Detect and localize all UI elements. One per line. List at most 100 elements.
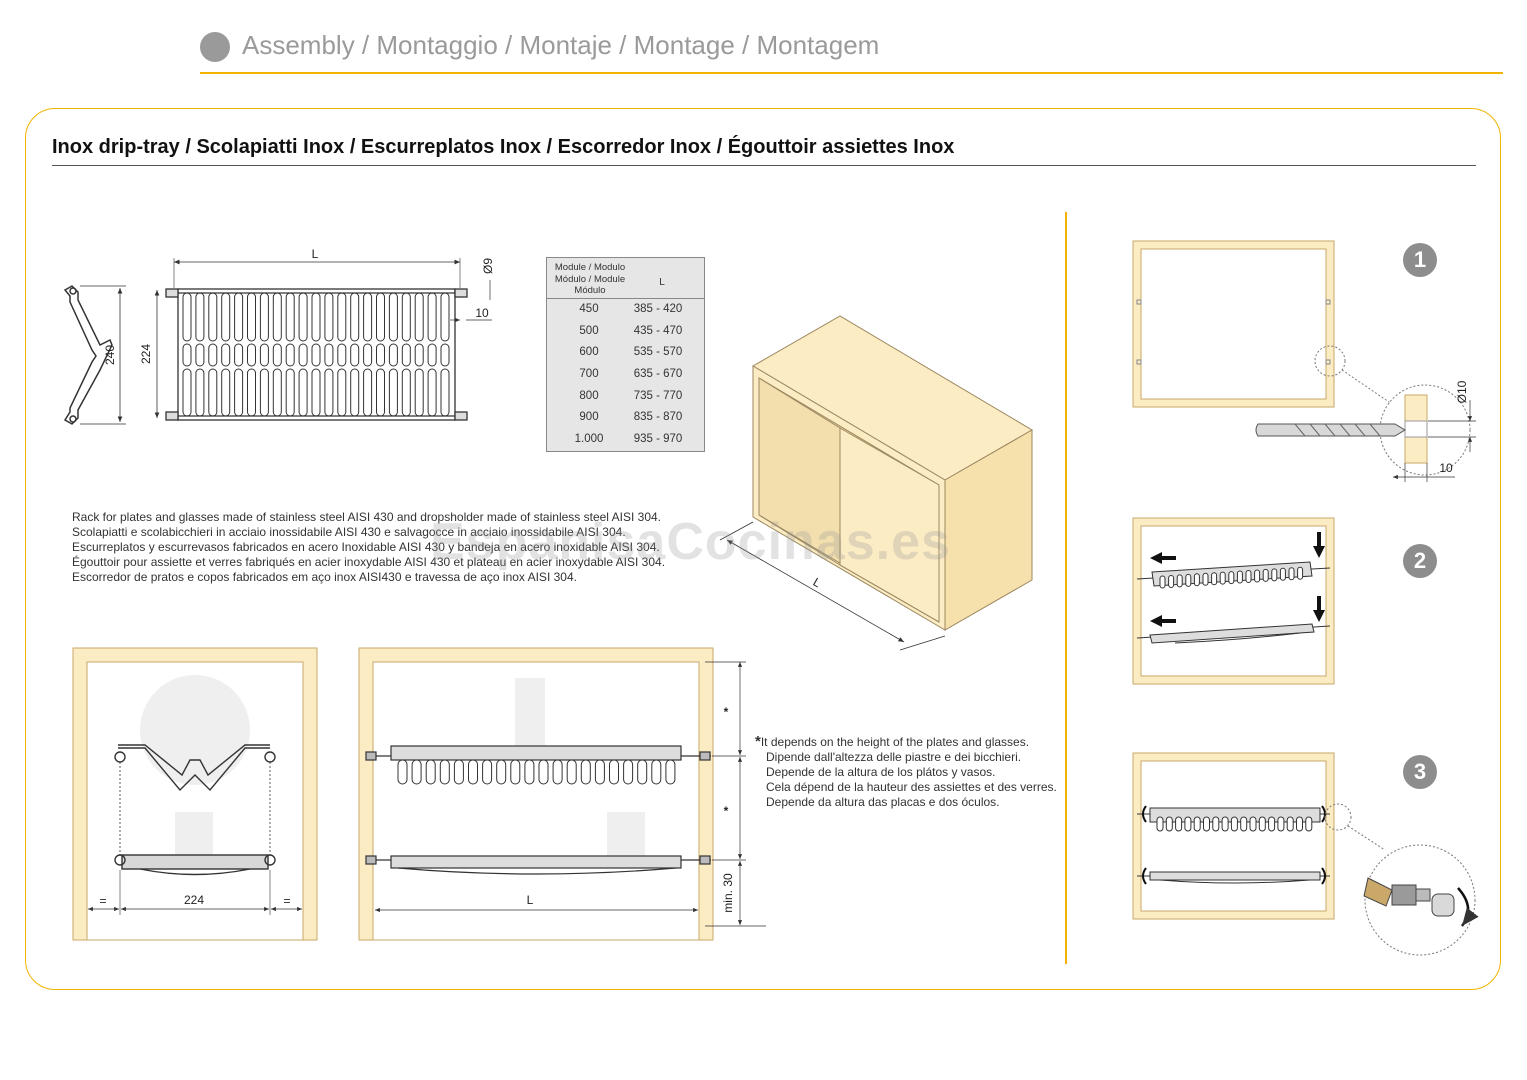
rack-slot bbox=[350, 343, 360, 367]
cabinet-side-section bbox=[72, 647, 318, 941]
rack-slot bbox=[1193, 816, 1201, 832]
rack-slot bbox=[1230, 816, 1238, 832]
rack-slot bbox=[285, 368, 295, 417]
rack-slot bbox=[1288, 567, 1295, 581]
rack-slot bbox=[182, 343, 192, 367]
rack-slot bbox=[1211, 572, 1218, 586]
table-header: Module / Modulo Módulo / Module Módulo L bbox=[547, 258, 704, 299]
rack-slot bbox=[1165, 816, 1173, 832]
title-rule bbox=[52, 165, 1476, 166]
rack-slot bbox=[350, 292, 360, 342]
description-line-en: Rack for plates and glasses made of stai… bbox=[72, 510, 662, 524]
rack-slot bbox=[1262, 568, 1269, 582]
rack-slot bbox=[311, 343, 321, 367]
wrench-icon bbox=[200, 32, 230, 62]
dim-min30: min. 30 bbox=[721, 873, 735, 913]
cabinet-front-section bbox=[358, 647, 766, 941]
rack-front-view bbox=[154, 258, 492, 421]
cell-L: 635 - 670 bbox=[633, 368, 683, 381]
rack-slot bbox=[311, 368, 321, 417]
cell-module: 800 bbox=[579, 389, 599, 402]
rack-slot bbox=[397, 759, 408, 785]
cell-module: 700 bbox=[579, 368, 599, 381]
section-title: Inox drip-tray / Scolapiatti Inox / Escu… bbox=[52, 136, 955, 158]
rack-slot bbox=[259, 368, 269, 417]
rack-slot bbox=[1185, 573, 1192, 587]
rack-slot bbox=[388, 343, 398, 367]
cell-L: 735 - 770 bbox=[633, 389, 683, 402]
header-module-line3: Módulo bbox=[574, 285, 606, 296]
rack-slot bbox=[1258, 816, 1266, 832]
rack-slot bbox=[1277, 816, 1285, 832]
page-header: Assembly / Montaggio / Montaje / Montage… bbox=[200, 28, 1503, 74]
rack-slot bbox=[285, 343, 295, 367]
rack-slot bbox=[440, 368, 450, 417]
rack-slot bbox=[1245, 570, 1252, 583]
rack-slot bbox=[337, 368, 347, 417]
rack-slot bbox=[439, 759, 450, 785]
rack-slot bbox=[1240, 816, 1248, 832]
rack-slot bbox=[208, 368, 218, 417]
rack-slot bbox=[324, 343, 334, 367]
rack-slot bbox=[1203, 816, 1210, 832]
rack-slot bbox=[234, 292, 244, 342]
rack-slot bbox=[337, 343, 347, 367]
note-line-es: Depende de la altura de los plátos y vas… bbox=[766, 765, 996, 779]
rack-slot bbox=[425, 759, 436, 785]
rack-slot bbox=[182, 292, 192, 342]
description-line-pt: Escorredor de pratos e copos fabricados … bbox=[72, 570, 577, 584]
rack-slot bbox=[440, 343, 450, 367]
note-line-it: Dipende dall'altezza delle piastre e dei… bbox=[766, 750, 1022, 764]
rack-slot bbox=[259, 343, 269, 367]
note-line-pt: Depende da altura das placas e dos óculo… bbox=[766, 795, 1000, 809]
cell-L: 385 - 420 bbox=[633, 303, 683, 315]
description-line-fr: Égouttoir pour assiette et verres fabriq… bbox=[72, 555, 666, 569]
dim-L-cabinet: L bbox=[811, 575, 824, 591]
rack-slot bbox=[182, 368, 192, 417]
header-module-line2: Módulo / Module bbox=[554, 273, 626, 285]
rack-slot bbox=[1184, 816, 1192, 832]
rack-slot bbox=[247, 292, 256, 342]
table-row: 700 635 - 670 bbox=[547, 364, 704, 386]
cell-module: 1.000 bbox=[574, 433, 604, 446]
rack-slot bbox=[1176, 574, 1183, 588]
dim-240: 240 bbox=[103, 345, 117, 365]
rack-slot bbox=[496, 759, 507, 785]
rack-slot bbox=[376, 368, 385, 417]
dim-d9: Ø9 bbox=[481, 258, 495, 274]
rack-slot bbox=[1159, 575, 1166, 589]
rack-slot bbox=[1296, 816, 1303, 832]
cell-L: 535 - 570 bbox=[633, 346, 683, 359]
rack-slot bbox=[1212, 816, 1220, 832]
rack-slot bbox=[1254, 569, 1261, 583]
rack-slot bbox=[414, 292, 424, 342]
rack-slot bbox=[1297, 566, 1304, 580]
rack-slot bbox=[221, 343, 231, 367]
rack-slot bbox=[1305, 816, 1313, 832]
dim-star-mid: * bbox=[724, 804, 729, 818]
rack-slot bbox=[594, 759, 605, 785]
dim-eq-left: = bbox=[99, 894, 106, 908]
rack-slot bbox=[1228, 571, 1235, 585]
rack-slot bbox=[363, 343, 373, 367]
rack-slot bbox=[414, 343, 424, 367]
rack-slot bbox=[524, 759, 535, 785]
rack-slot bbox=[427, 292, 437, 342]
rack-slot bbox=[247, 343, 256, 367]
dim-10: 10 bbox=[475, 306, 489, 320]
rack-slot bbox=[401, 292, 411, 342]
rack-slot bbox=[259, 292, 269, 342]
note-star: * bbox=[755, 733, 761, 750]
rack-slot bbox=[1202, 572, 1209, 586]
rack-slot bbox=[272, 368, 282, 417]
cell-L: 935 - 970 bbox=[633, 433, 683, 446]
rack-slot bbox=[1168, 574, 1175, 588]
rack-slot bbox=[234, 368, 244, 417]
rack-slot bbox=[363, 368, 373, 417]
cabinet-isometric bbox=[752, 315, 1033, 631]
rack-slot bbox=[195, 368, 205, 417]
rack-slot bbox=[376, 343, 385, 367]
rack-slot bbox=[208, 292, 218, 342]
